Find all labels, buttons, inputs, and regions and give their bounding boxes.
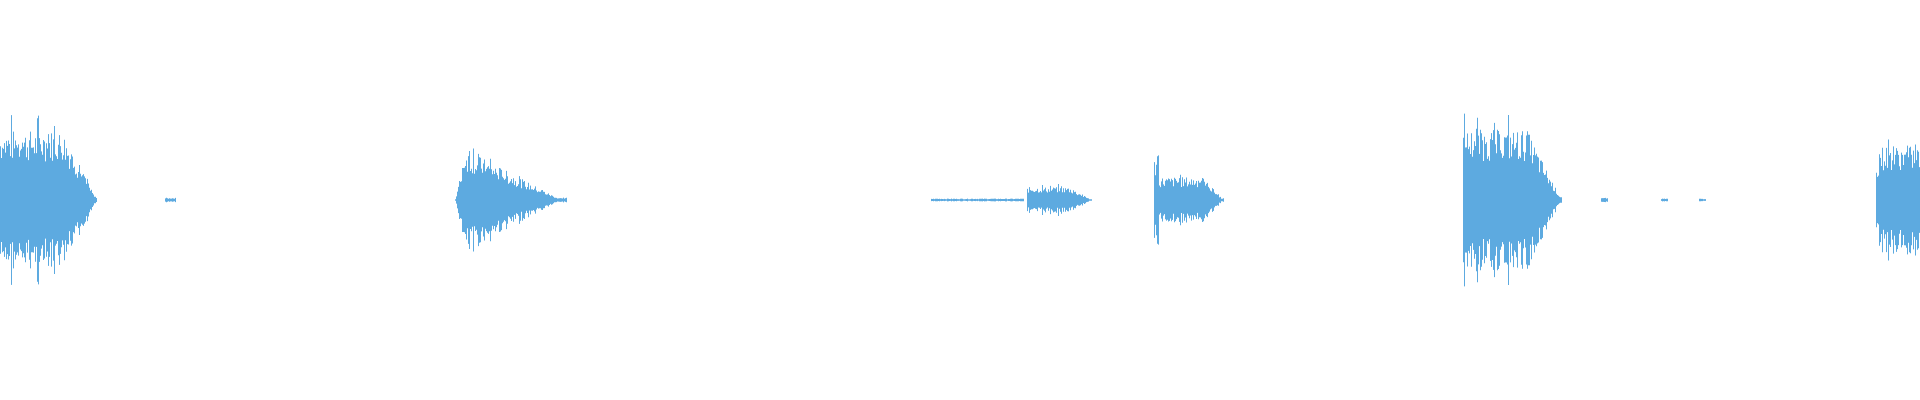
waveform-segment	[1699, 198, 1706, 202]
waveform-segment	[1154, 155, 1224, 245]
waveform-segment	[165, 197, 176, 203]
waveform-segment	[1661, 198, 1668, 202]
waveform-segment	[931, 198, 1024, 202]
waveform-segment	[1876, 139, 1920, 261]
waveform-bar	[1661, 198, 1668, 202]
waveform-bar	[931, 198, 1024, 202]
waveform-bar	[165, 197, 176, 203]
waveform-segment	[0, 115, 97, 285]
waveform-segment	[1027, 184, 1092, 216]
waveform-bar	[1154, 155, 1224, 245]
waveform-bar	[1463, 113, 1562, 287]
waveform-segment	[1463, 113, 1562, 287]
waveform-segment	[1601, 197, 1608, 203]
waveform-bar	[1601, 197, 1608, 203]
waveform-bar	[455, 148, 567, 252]
waveform-segments	[0, 113, 1920, 287]
waveform-segment	[455, 148, 567, 252]
waveform-bar	[1699, 198, 1706, 202]
waveform-bar	[1876, 139, 1920, 261]
waveform-bar	[1027, 184, 1092, 216]
waveform-bar	[0, 115, 97, 285]
